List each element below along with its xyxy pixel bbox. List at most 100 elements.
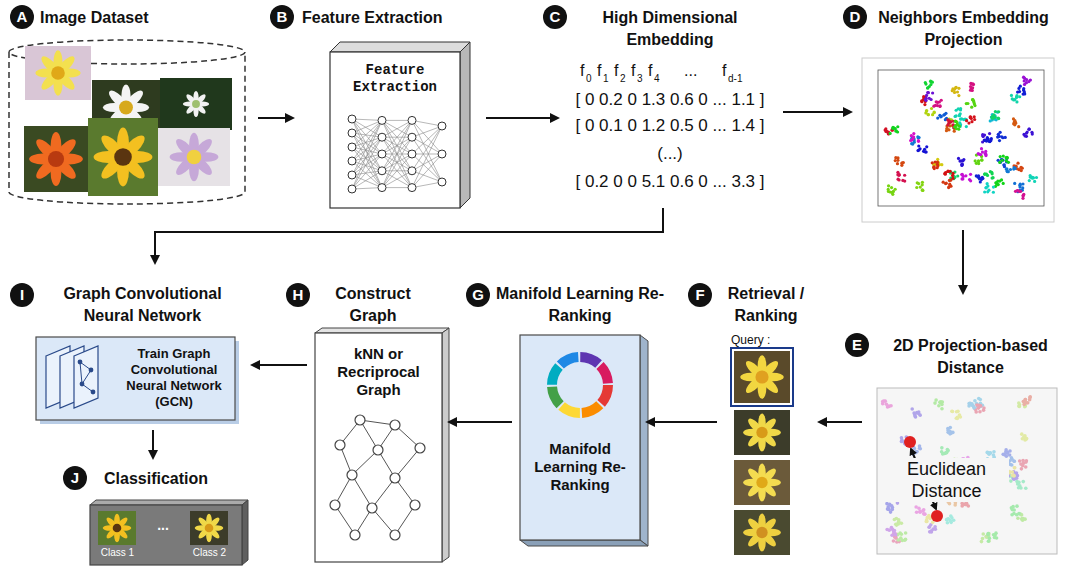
faded-embedding-point bbox=[1010, 475, 1014, 479]
flower-petal bbox=[743, 374, 765, 396]
distance-plot bbox=[877, 388, 1057, 554]
faded-embedding-point bbox=[964, 460, 968, 464]
faded-embedding-point bbox=[1010, 506, 1014, 510]
embedding-point bbox=[991, 113, 994, 116]
faded-embedding-point bbox=[992, 455, 996, 459]
faded-embedding-point bbox=[894, 534, 898, 538]
embedding-point bbox=[922, 96, 925, 99]
distance-arrow bbox=[911, 449, 936, 509]
embedding-point bbox=[1012, 168, 1015, 171]
embedding-point bbox=[992, 191, 995, 194]
faded-embedding-point bbox=[1018, 405, 1022, 409]
embedding-point bbox=[1016, 189, 1019, 192]
faded-embedding-point bbox=[1024, 398, 1028, 402]
distance-arrow bbox=[904, 436, 916, 448]
embedding-point bbox=[1025, 135, 1028, 138]
faded-embedding-point bbox=[1019, 462, 1023, 466]
network-neuron bbox=[348, 171, 356, 179]
flower-petal bbox=[740, 373, 762, 382]
class-output-box bbox=[242, 500, 248, 565]
network-link bbox=[352, 133, 382, 154]
faded-embedding-point bbox=[1011, 474, 1015, 478]
faded-embedding-point bbox=[968, 402, 972, 406]
embedding-point bbox=[896, 173, 899, 176]
faded-embedding-point bbox=[991, 467, 995, 471]
embedding-point bbox=[921, 189, 924, 192]
faded-embedding-point bbox=[886, 505, 890, 509]
stage-heading: Classification bbox=[104, 468, 244, 490]
feature-index: 3 bbox=[637, 73, 643, 85]
reranking-box bbox=[640, 335, 648, 546]
faded-embedding-point bbox=[887, 405, 891, 409]
faded-embedding-point bbox=[945, 518, 949, 522]
faded-embedding-point bbox=[986, 533, 990, 537]
embedding-point bbox=[1029, 176, 1032, 179]
embedding-point bbox=[954, 86, 957, 89]
faded-embedding-point bbox=[1005, 454, 1009, 458]
embedding-point bbox=[949, 171, 952, 174]
faded-embedding-point bbox=[911, 453, 915, 457]
faded-embedding-point bbox=[1017, 486, 1021, 490]
faded-embedding-point bbox=[913, 414, 917, 418]
flow-arrow bbox=[450, 421, 512, 423]
gcn-layers-icon bbox=[89, 368, 94, 373]
embedding-point bbox=[924, 100, 927, 103]
embedding-point bbox=[940, 99, 943, 102]
embedding-point bbox=[991, 118, 994, 121]
embedding-point bbox=[891, 127, 894, 130]
embedding-point bbox=[949, 179, 952, 182]
network-link bbox=[412, 154, 442, 188]
flower-center bbox=[113, 524, 122, 533]
faded-embedding-point bbox=[918, 413, 922, 417]
network-link bbox=[382, 171, 412, 188]
faded-embedding-point bbox=[1009, 463, 1013, 467]
flower-petal bbox=[56, 154, 83, 165]
faded-embedding-point bbox=[1018, 403, 1022, 407]
feature-extractor-box bbox=[330, 52, 460, 208]
faded-embedding-point bbox=[895, 517, 899, 521]
feature-index: 1 bbox=[603, 73, 609, 85]
box-text: Train Graph Convolutional Neural Network… bbox=[116, 346, 232, 410]
faded-embedding-point bbox=[930, 463, 934, 467]
photo-background bbox=[92, 80, 160, 135]
faded-embedding-point bbox=[989, 467, 993, 471]
faded-embedding-point bbox=[1007, 474, 1011, 478]
faded-embedding-point bbox=[946, 500, 950, 504]
embedding-point bbox=[884, 128, 887, 131]
faded-embedding-point bbox=[933, 401, 937, 405]
embedding-point bbox=[999, 155, 1002, 158]
faded-embedding-point bbox=[1019, 486, 1023, 490]
faded-embedding-point bbox=[950, 497, 954, 501]
flower-petal bbox=[193, 91, 198, 104]
flower-petal bbox=[746, 416, 765, 435]
faded-embedding-point bbox=[892, 533, 896, 537]
flower-petal bbox=[173, 154, 197, 178]
embedding-point bbox=[985, 173, 988, 176]
faded-embedding-point bbox=[970, 402, 974, 406]
embedding-point bbox=[955, 120, 958, 123]
embedding-point bbox=[984, 150, 987, 153]
flower-petal bbox=[743, 358, 765, 380]
faded-embedding-point bbox=[1023, 405, 1027, 409]
embedding-point bbox=[1004, 136, 1007, 139]
embedding-point bbox=[951, 172, 954, 175]
embedding-point bbox=[900, 162, 903, 165]
embedding-point bbox=[1026, 130, 1029, 133]
graph-link bbox=[395, 425, 420, 448]
embedding-point bbox=[1031, 177, 1034, 180]
embedding-point bbox=[1002, 182, 1005, 185]
embedding-point bbox=[951, 177, 954, 180]
flower-petal bbox=[39, 54, 61, 76]
flower-center bbox=[51, 66, 65, 80]
embedding-point bbox=[1001, 136, 1004, 139]
embedding-point bbox=[981, 177, 984, 180]
faded-embedding-point bbox=[891, 506, 895, 510]
faded-embedding-point bbox=[973, 399, 977, 403]
embedding-point bbox=[930, 98, 933, 101]
flower-petal bbox=[197, 526, 211, 540]
faded-embedding-point bbox=[1011, 505, 1015, 509]
embedding-point bbox=[936, 158, 939, 161]
embedding-point bbox=[1005, 160, 1008, 163]
faded-embedding-point bbox=[1012, 474, 1016, 478]
embedding-point bbox=[932, 163, 935, 166]
